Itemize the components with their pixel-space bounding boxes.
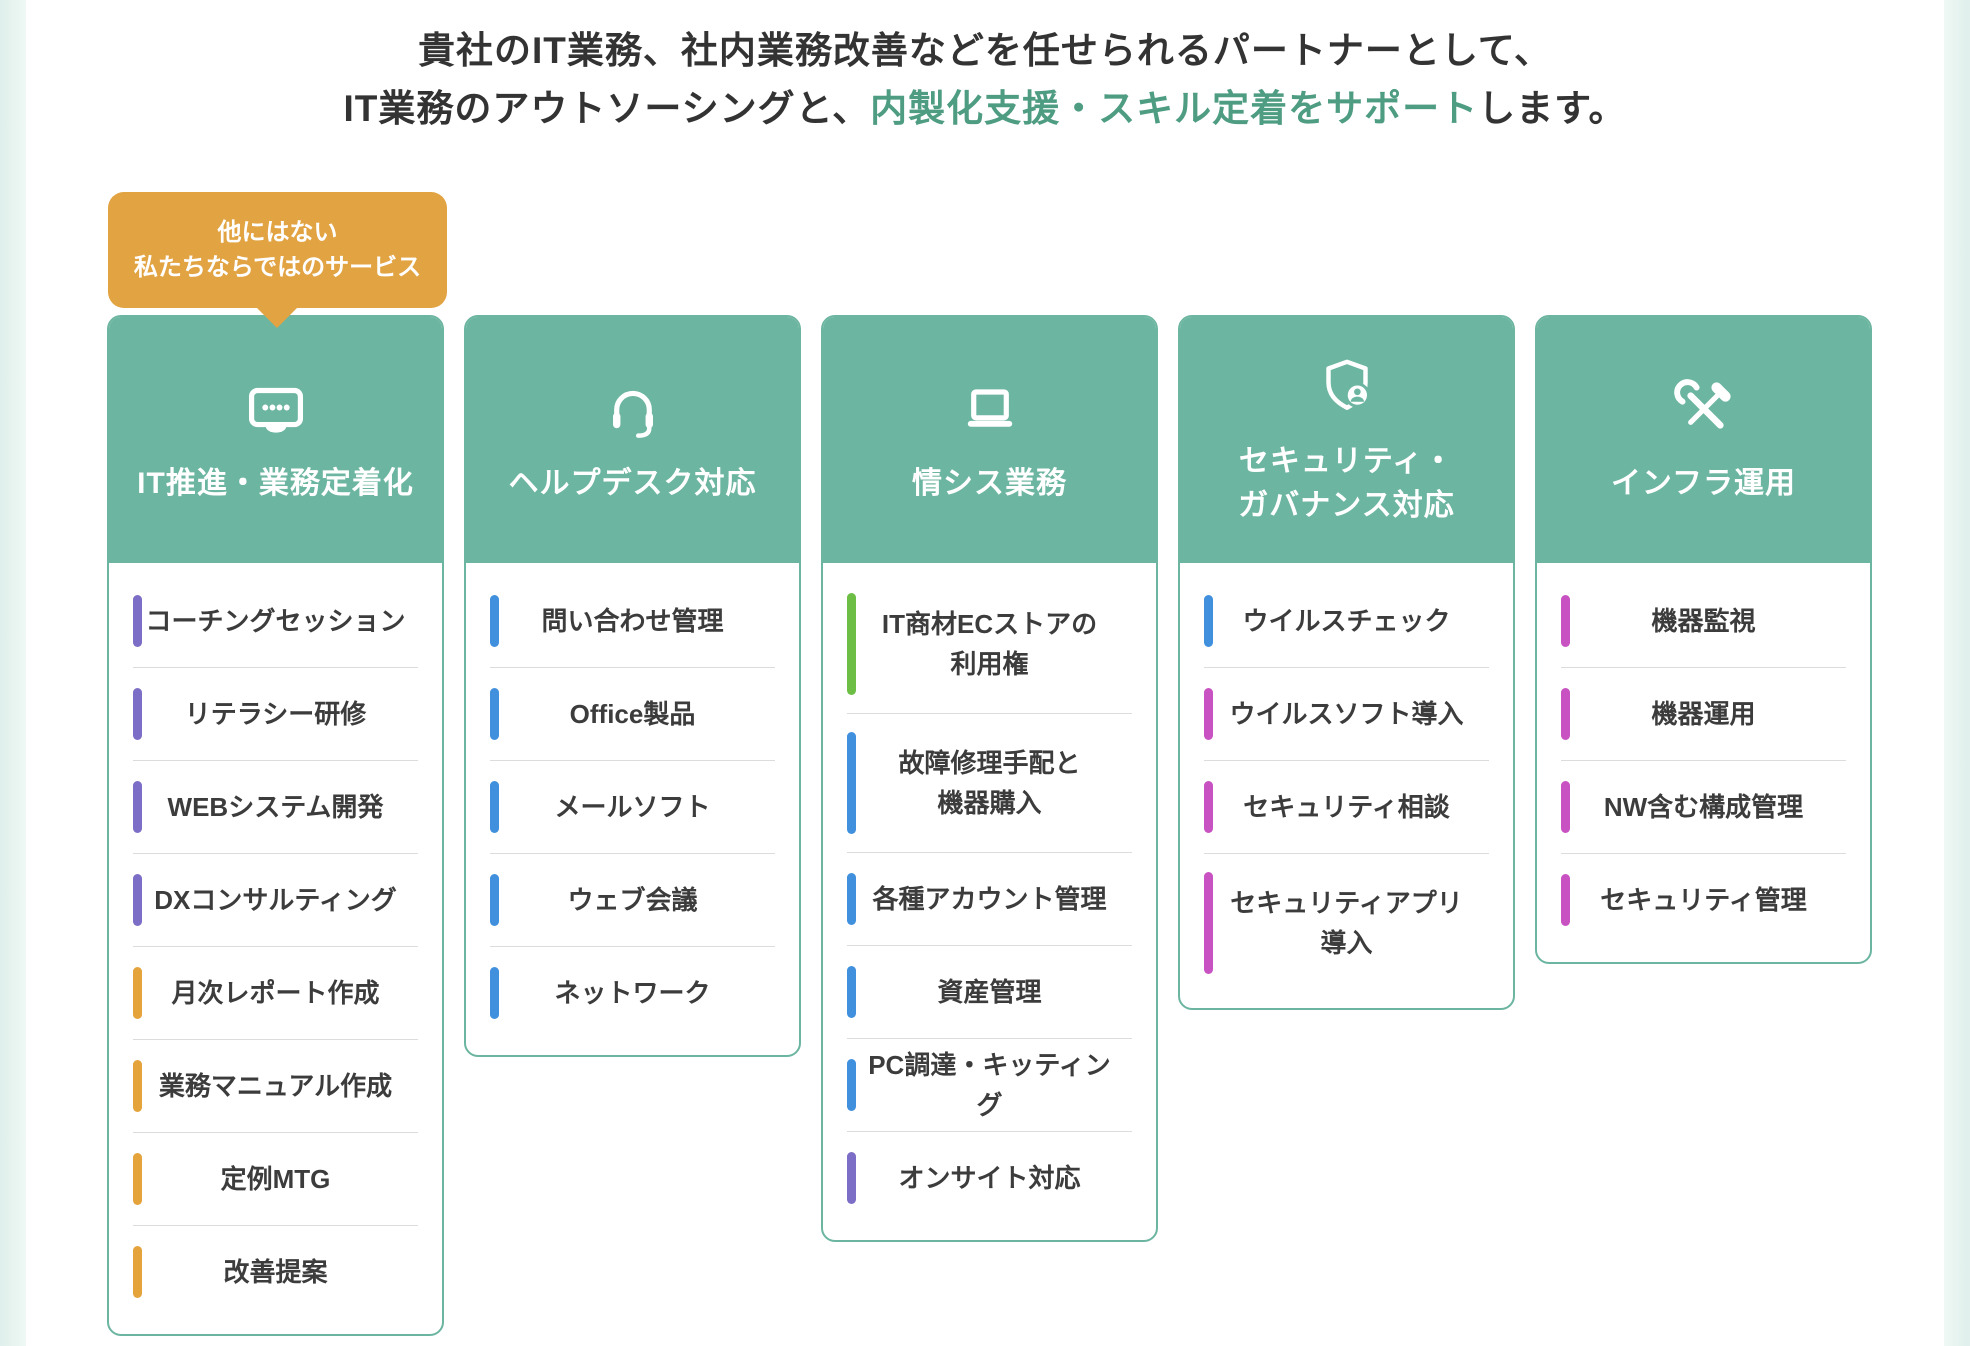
accent-bar xyxy=(1561,874,1570,926)
accent-bar xyxy=(847,593,856,695)
accent-bar xyxy=(133,1246,142,1298)
heading-line2-highlight: 内製化支援・スキル定着をサポート xyxy=(870,88,1479,129)
card-header: セキュリティ・ ガバナンス対応 xyxy=(1180,317,1513,563)
accent-bar xyxy=(133,1153,142,1205)
right-edge-strip xyxy=(1944,0,1970,1346)
callout-badge-line-2: 私たちならではのサービス xyxy=(133,254,422,281)
card-body: コーチングセッション リテラシー研修 WEBシステム開発 DXコンサルティング … xyxy=(109,563,442,1334)
service-card-it-promotion: IT推進・業務定着化 コーチングセッション リテラシー研修 WEBシステム開発 … xyxy=(107,315,444,1336)
service-item: 定例MTG xyxy=(133,1133,418,1226)
service-item: WEBシステム開発 xyxy=(133,761,418,854)
service-item: 月次レポート作成 xyxy=(133,947,418,1040)
service-item: 改善提案 xyxy=(133,1226,418,1318)
card-header: IT推進・業務定着化 xyxy=(109,317,442,563)
service-item: ウェブ会議 xyxy=(490,854,775,947)
accent-bar xyxy=(1204,781,1213,833)
service-card-infosys: 情シス業務 IT商材ECストアの 利用権 故障修理手配と 機器購入 各種アカウン… xyxy=(821,315,1158,1242)
service-item: 故障修理手配と 機器購入 xyxy=(847,714,1132,853)
service-item: 各種アカウント管理 xyxy=(847,853,1132,946)
monitor-dots-icon xyxy=(239,372,313,446)
service-card-security: セキュリティ・ ガバナンス対応 ウイルスチェック ウイルスソフト導入 セキュリテ… xyxy=(1178,315,1515,1010)
service-item: Office製品 xyxy=(490,668,775,761)
callout-badge-line-1: 他にはない xyxy=(217,219,338,246)
accent-bar xyxy=(847,1059,856,1111)
card-title: セキュリティ・ ガバナンス対応 xyxy=(1238,445,1455,522)
accent-bar xyxy=(490,595,499,647)
tools-icon xyxy=(1667,372,1741,446)
service-item: NW含む構成管理 xyxy=(1561,761,1846,854)
accent-bar xyxy=(490,781,499,833)
accent-bar xyxy=(1204,872,1213,974)
service-card-infra: インフラ運用 機器監視 機器運用 NW含む構成管理 セキュリティ管理 xyxy=(1535,315,1872,964)
service-item: PC調達・キッティング xyxy=(847,1039,1132,1132)
accent-bar xyxy=(847,732,856,834)
heading-line-1: 貴社のIT業務、社内業務改善などを任せられるパートナーとして、 xyxy=(418,30,1552,71)
callout-badge: 他にはない 私たちならではのサービス xyxy=(108,192,447,308)
service-item: リテラシー研修 xyxy=(133,668,418,761)
card-body: 機器監視 機器運用 NW含む構成管理 セキュリティ管理 xyxy=(1537,563,1870,962)
card-body: IT商材ECストアの 利用権 故障修理手配と 機器購入 各種アカウント管理 資産… xyxy=(823,563,1156,1240)
service-cards-row: IT推進・業務定着化 コーチングセッション リテラシー研修 WEBシステム開発 … xyxy=(107,315,1872,1336)
accent-bar xyxy=(133,781,142,833)
accent-bar xyxy=(1561,781,1570,833)
card-header: ヘルプデスク対応 xyxy=(466,317,799,563)
service-item: DXコンサルティング xyxy=(133,854,418,947)
card-title: IT推進・業務定着化 xyxy=(137,467,414,500)
service-item: 資産管理 xyxy=(847,946,1132,1039)
service-item: オンサイト対応 xyxy=(847,1132,1132,1224)
heading-line-2: IT業務のアウトソーシングと、内製化支援・スキル定着をサポートします。 xyxy=(26,80,1944,138)
service-item: セキュリティアプリ 導入 xyxy=(1204,854,1489,992)
heading-line2-suffix: します。 xyxy=(1478,88,1627,129)
service-item: メールソフト xyxy=(490,761,775,854)
service-item: 機器監視 xyxy=(1561,575,1846,668)
accent-bar xyxy=(847,966,856,1018)
shield-user-icon xyxy=(1310,350,1384,424)
accent-bar xyxy=(847,1152,856,1204)
card-header: 情シス業務 xyxy=(823,317,1156,563)
accent-bar xyxy=(490,967,499,1019)
accent-bar xyxy=(1204,595,1213,647)
accent-bar xyxy=(133,595,142,647)
card-title: 情シス業務 xyxy=(912,467,1067,500)
left-edge-strip xyxy=(0,0,26,1346)
service-item: コーチングセッション xyxy=(133,575,418,668)
service-item: ウイルスチェック xyxy=(1204,575,1489,668)
accent-bar xyxy=(1204,688,1213,740)
service-item: IT商材ECストアの 利用権 xyxy=(847,575,1132,714)
service-item: 機器運用 xyxy=(1561,668,1846,761)
heading-line2-prefix: IT業務のアウトソーシングと、 xyxy=(343,88,871,129)
card-body: ウイルスチェック ウイルスソフト導入 セキュリティ相談 セキュリティアプリ 導入 xyxy=(1180,563,1513,1008)
service-item: セキュリティ管理 xyxy=(1561,854,1846,946)
service-card-helpdesk: ヘルプデスク対応 問い合わせ管理 Office製品 メールソフト ウェブ会議 ネ… xyxy=(464,315,801,1057)
card-title: インフラ運用 xyxy=(1610,467,1797,500)
accent-bar xyxy=(133,1060,142,1112)
page-heading: 貴社のIT業務、社内業務改善などを任せられるパートナーとして、 IT業務のアウト… xyxy=(26,22,1944,138)
accent-bar xyxy=(490,874,499,926)
laptop-icon xyxy=(953,372,1027,446)
service-item: ネットワーク xyxy=(490,947,775,1039)
headset-icon xyxy=(596,372,670,446)
accent-bar xyxy=(847,873,856,925)
accent-bar xyxy=(1561,688,1570,740)
card-title: ヘルプデスク対応 xyxy=(508,467,757,500)
service-item: 問い合わせ管理 xyxy=(490,575,775,668)
service-item: 業務マニュアル作成 xyxy=(133,1040,418,1133)
accent-bar xyxy=(133,874,142,926)
service-item: ウイルスソフト導入 xyxy=(1204,668,1489,761)
callout-badge-pointer xyxy=(254,305,300,328)
accent-bar xyxy=(133,688,142,740)
accent-bar xyxy=(490,688,499,740)
card-header: インフラ運用 xyxy=(1537,317,1870,563)
accent-bar xyxy=(1561,595,1570,647)
service-item: セキュリティ相談 xyxy=(1204,761,1489,854)
card-body: 問い合わせ管理 Office製品 メールソフト ウェブ会議 ネットワーク xyxy=(466,563,799,1055)
accent-bar xyxy=(133,967,142,1019)
